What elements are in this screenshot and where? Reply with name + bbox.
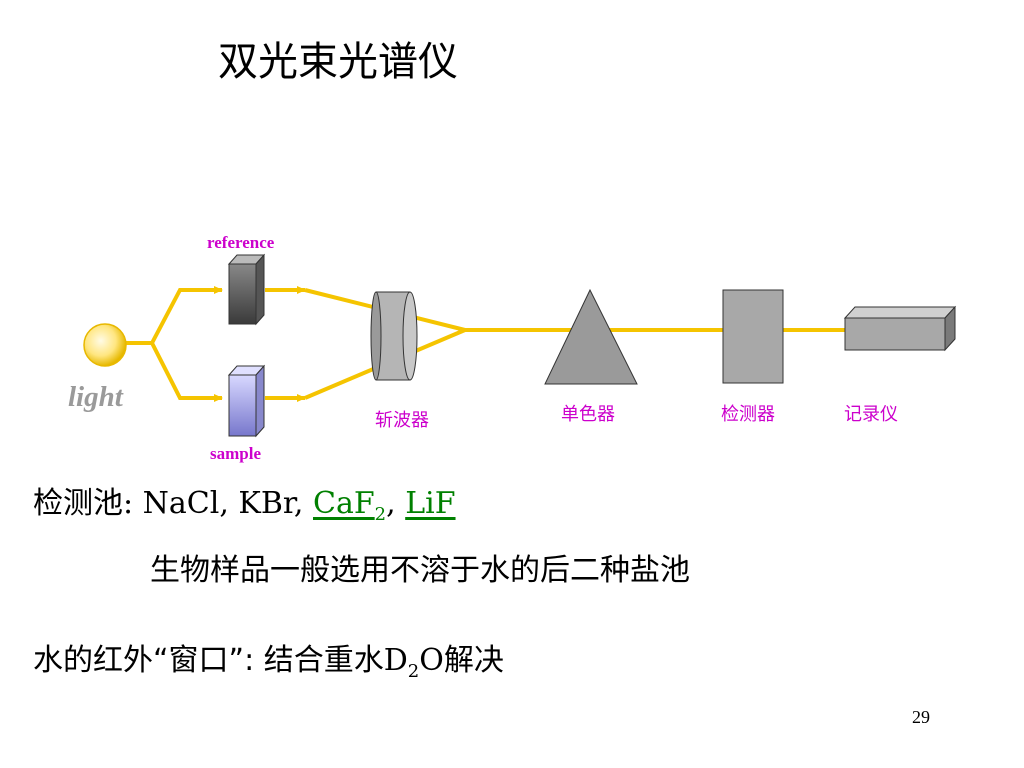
recorder-icon <box>843 305 957 352</box>
reference-label: reference <box>207 233 275 252</box>
monochromator-prism-icon <box>544 288 638 385</box>
heavy-water-text: 结合重水D2O解决 <box>263 643 504 682</box>
salts-text: NaCl, KBr, <box>142 486 313 521</box>
page-title: 双光束光谱仪 <box>218 39 458 85</box>
detector-icon <box>722 289 784 384</box>
caf2-link[interactable]: CaF2 <box>313 486 387 525</box>
beam-to-sample <box>150 342 223 402</box>
water-window-line: 水的红外“窗口”: 结合重水D2O解决 <box>33 641 504 692</box>
beam-to-reference <box>150 286 223 344</box>
water-window-label: 水的红外“窗口”: <box>33 643 264 678</box>
sample-label: sample <box>210 444 261 463</box>
chopper-label: 斩波器 <box>375 410 429 431</box>
bio-sample-note: 生物样品一般选用不溶于水的后二种盐池 <box>150 553 690 588</box>
detection-cell-label: 检测池 <box>33 486 123 521</box>
monochromator-label: 单色器 <box>561 404 615 425</box>
chopper-icon <box>370 291 418 381</box>
sample-cell-icon <box>227 364 266 438</box>
light-label: light <box>68 381 124 413</box>
page-number: 29 <box>912 707 930 727</box>
reference-cell-icon <box>227 253 266 326</box>
lif-link[interactable]: LiF <box>405 486 456 521</box>
detection-cell-line: 检测池: NaCl, KBr, CaF2, LiF <box>33 486 456 525</box>
light-source-icon <box>83 323 127 367</box>
recorder-label: 记录仪 <box>844 404 898 425</box>
detector-label: 检测器 <box>721 404 775 425</box>
